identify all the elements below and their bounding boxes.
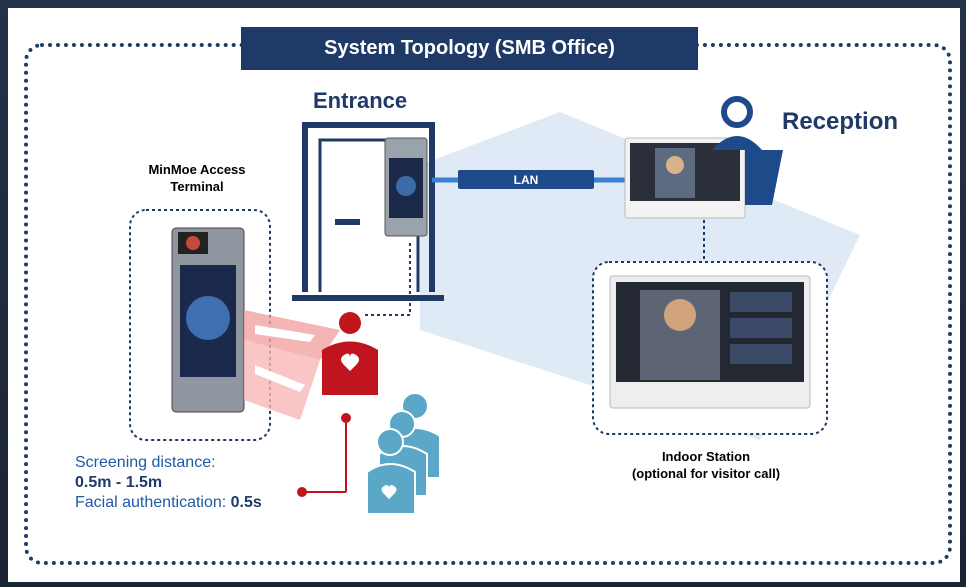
- entrance-label: Entrance: [313, 88, 408, 113]
- diagram-title: System Topology (SMB Office): [241, 27, 698, 70]
- facial-label: Facial authentication:: [75, 494, 227, 511]
- indoor-station-label: Indoor Station (optional for visitor cal…: [606, 448, 806, 482]
- facial-value: 0.5s: [230, 494, 262, 511]
- indoor-station-subtitle: (optional for visitor call): [631, 466, 781, 481]
- beam-arrows: [255, 325, 315, 392]
- screening-value: 0.5m - 1.5m: [75, 474, 163, 491]
- visitor-queue-icon: [366, 392, 441, 515]
- door-terminal-device: [384, 137, 428, 237]
- lan-label: LAN: [458, 170, 594, 189]
- screening-info: Screening distance: 0.5m - 1.5m Facial a…: [75, 453, 262, 513]
- screening-label: Screening distance:: [75, 454, 216, 471]
- terminal-label: MinMoe Access Terminal: [148, 162, 246, 194]
- minmoe-terminal-device: [171, 227, 245, 413]
- reception-person-icon: [712, 96, 783, 205]
- indoor-station-title: Indoor Station: [661, 449, 751, 464]
- reception-label: Reception: [782, 108, 899, 135]
- indoor-station-device: [609, 275, 811, 409]
- reception-monitor: [624, 137, 746, 219]
- info-connector: [297, 413, 351, 497]
